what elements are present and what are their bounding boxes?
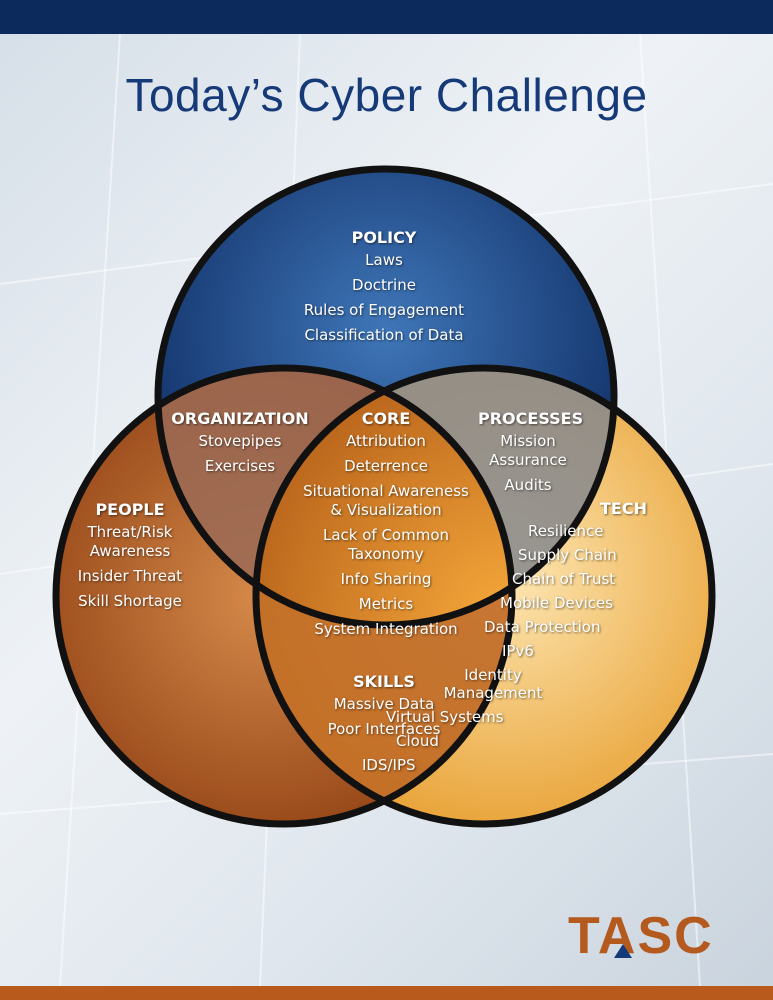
processes-item: Mission Assurance <box>489 432 567 469</box>
tech-item: Resilience <box>528 522 604 540</box>
skills-region: SKILLS Massive Data Poor Interfaces <box>328 672 441 745</box>
policy-heading: POLICY <box>351 228 417 247</box>
tech-item: IDS/IPS <box>362 756 416 774</box>
logo-triangle-icon <box>614 944 632 958</box>
tech-item: Mobile Devices <box>500 594 614 612</box>
tech-item: Chain of Trust <box>512 570 616 588</box>
skills-item: Poor Interfaces <box>327 720 441 738</box>
header-bar <box>0 0 773 34</box>
core-item: Info Sharing <box>340 570 432 588</box>
skills-heading: SKILLS <box>353 672 415 691</box>
people-item: Skill Shortage <box>78 592 182 610</box>
policy-item: Laws <box>365 251 403 269</box>
policy-region: POLICY Laws Doctrine Rules of Engagement… <box>304 228 464 351</box>
organization-region: ORGANIZATION Stovepipes Exercises <box>171 409 308 482</box>
tech-heading: TECH <box>600 499 647 518</box>
tech-item: Data Protection <box>484 618 601 636</box>
tech-item: Identity Management <box>443 666 543 702</box>
tech-item: Virtual Systems <box>386 708 504 726</box>
page-title: Today’s Cyber Challenge <box>125 69 648 121</box>
organization-item: Stovepipes <box>198 432 282 450</box>
footer-bar <box>0 986 773 1000</box>
core-item: Metrics <box>358 595 414 613</box>
core-item: Attribution <box>346 432 426 450</box>
organization-item: Exercises <box>204 457 276 475</box>
tech-item: IPv6 <box>502 642 534 660</box>
people-heading: PEOPLE <box>95 500 165 519</box>
tasc-logo: TASC <box>568 907 714 965</box>
policy-item: Classification of Data <box>304 326 464 344</box>
policy-item: Rules of Engagement <box>303 301 465 319</box>
tech-region: TECH Resilience Supply Chain Chain of Tr… <box>362 500 660 780</box>
processes-item: Audits <box>504 476 552 494</box>
people-item: Insider Threat <box>77 567 183 585</box>
core-item: Deterrence <box>344 457 428 475</box>
tech-item: Cloud <box>396 732 439 750</box>
core-region: CORE Attribution Deterrence Situational … <box>296 409 476 645</box>
core-item: System Integration <box>314 620 458 638</box>
core-heading: CORE <box>361 409 411 428</box>
people-region: PEOPLE Threat/Risk Awareness Insider Thr… <box>70 500 190 617</box>
tech-item: Supply Chain <box>518 546 617 564</box>
people-item: Threat/Risk Awareness <box>87 523 173 560</box>
organization-heading: ORGANIZATION <box>171 409 309 428</box>
core-overlap <box>256 368 512 625</box>
skills-item: Massive Data <box>333 695 435 713</box>
processes-region: PROCESSES Mission Assurance Audits <box>478 409 584 501</box>
core-item: Situational Awareness & Visualization <box>303 482 469 519</box>
policy-item: Doctrine <box>352 276 416 294</box>
core-item: Lack of Common Taxonomy <box>322 526 450 563</box>
processes-heading: PROCESSES <box>478 409 584 428</box>
